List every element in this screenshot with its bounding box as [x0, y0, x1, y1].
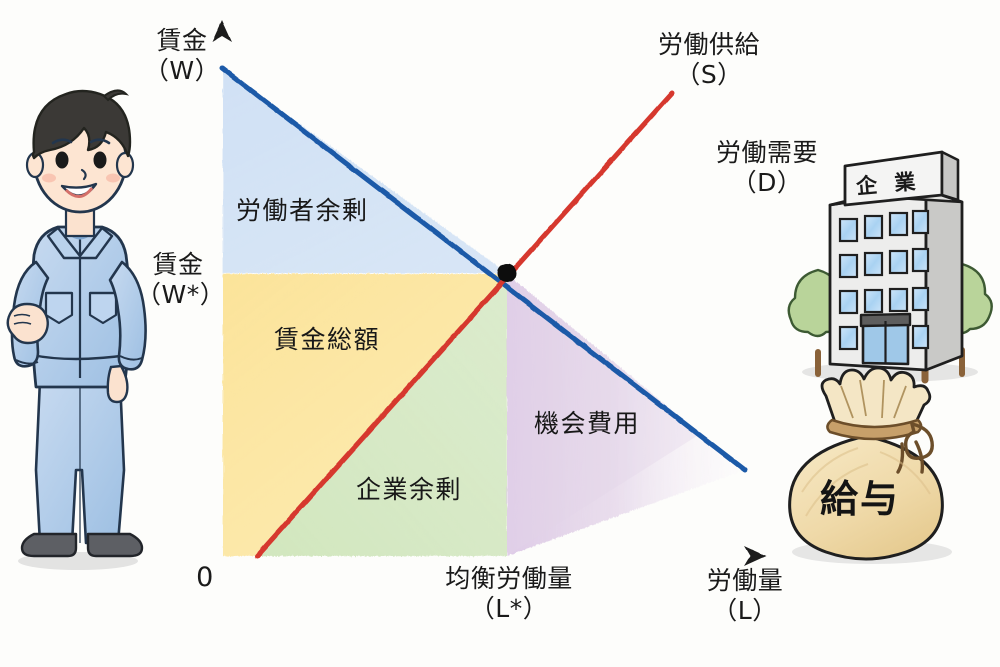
building-sign-text: 企 業 [855, 169, 922, 199]
region-label-firm-surplus: 企業余剰 [356, 475, 463, 504]
labor-star-tick-label: 均衡労働量 （L*） [445, 564, 573, 623]
origin-label: 0 [196, 562, 214, 593]
worker-character [6, 89, 147, 570]
demand-curve-label: 労働需要 （D） [715, 138, 818, 197]
supply-curve-label: 労働供給 （S） [657, 30, 760, 89]
company-building [787, 150, 993, 384]
region-label-opportunity-cost: 機会費用 [534, 409, 641, 438]
axis-x [219, 546, 766, 566]
curve-supply [254, 90, 675, 559]
wage-star-tick-label: 賃金 （W*） [136, 250, 226, 309]
money-bag-text: 給与 [820, 477, 901, 521]
axis-y-label: 賃金 （W） [143, 26, 221, 85]
axis-y [212, 20, 232, 559]
equilibrium-dot [497, 263, 517, 283]
region-worker-surplus [223, 69, 507, 273]
region-label-worker-surplus: 労働者余剰 [236, 196, 369, 225]
axis-x-label: 労働量 （L） [706, 566, 784, 625]
region-total-wages [223, 274, 507, 556]
salary-money-bag [788, 366, 952, 564]
region-opportunity-cost [507, 274, 745, 556]
curve-demand [219, 65, 748, 473]
region-label-total-wages: 賃金総額 [274, 325, 381, 354]
